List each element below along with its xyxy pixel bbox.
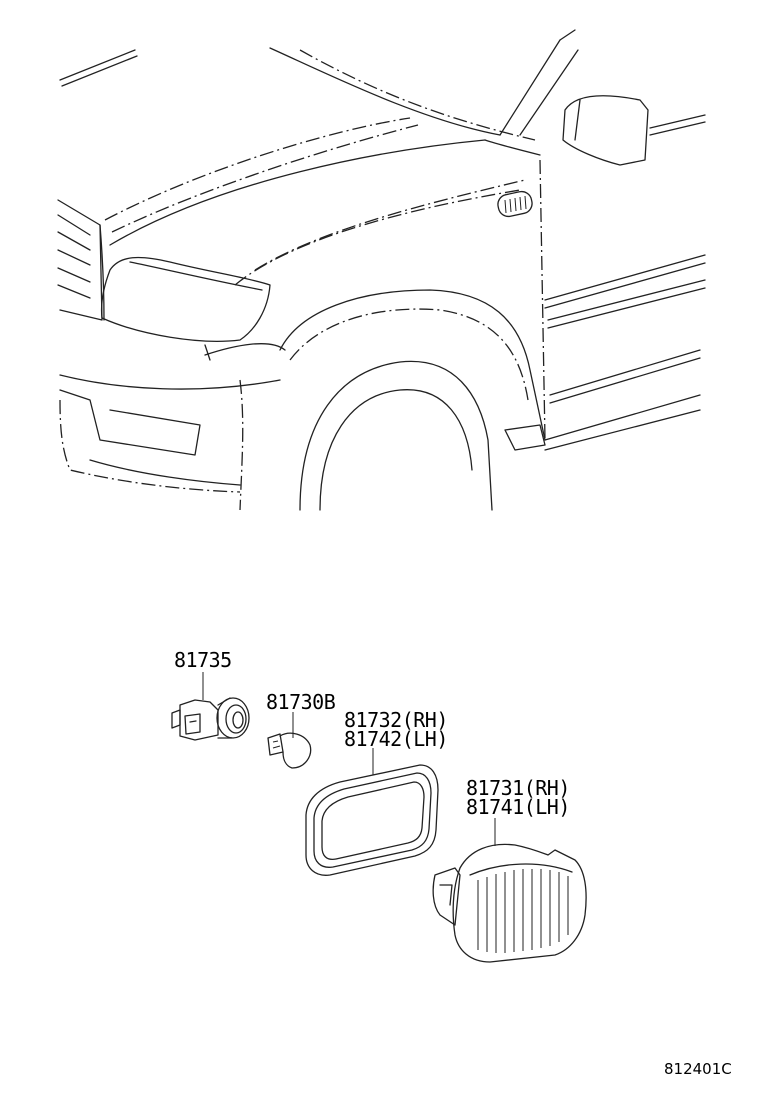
part-number-gasket-lh: 81742(LH)	[344, 727, 448, 751]
vehicle-illustration	[57, 29, 706, 511]
gasket-part	[305, 764, 439, 876]
part-number-socket: 81735	[174, 648, 232, 672]
part-number-lamp-lh: 81741(LH)	[466, 795, 570, 819]
bulb-part	[267, 732, 312, 769]
part-number-bulb: 81730B	[266, 690, 336, 714]
lamp-part	[432, 843, 587, 963]
socket-part	[171, 697, 250, 741]
part-number-lamp-rh: 81731(RH)	[466, 776, 570, 800]
part-number-gasket-rh: 81732(RH)	[344, 708, 448, 732]
figure-code: 812401C	[664, 1060, 732, 1078]
